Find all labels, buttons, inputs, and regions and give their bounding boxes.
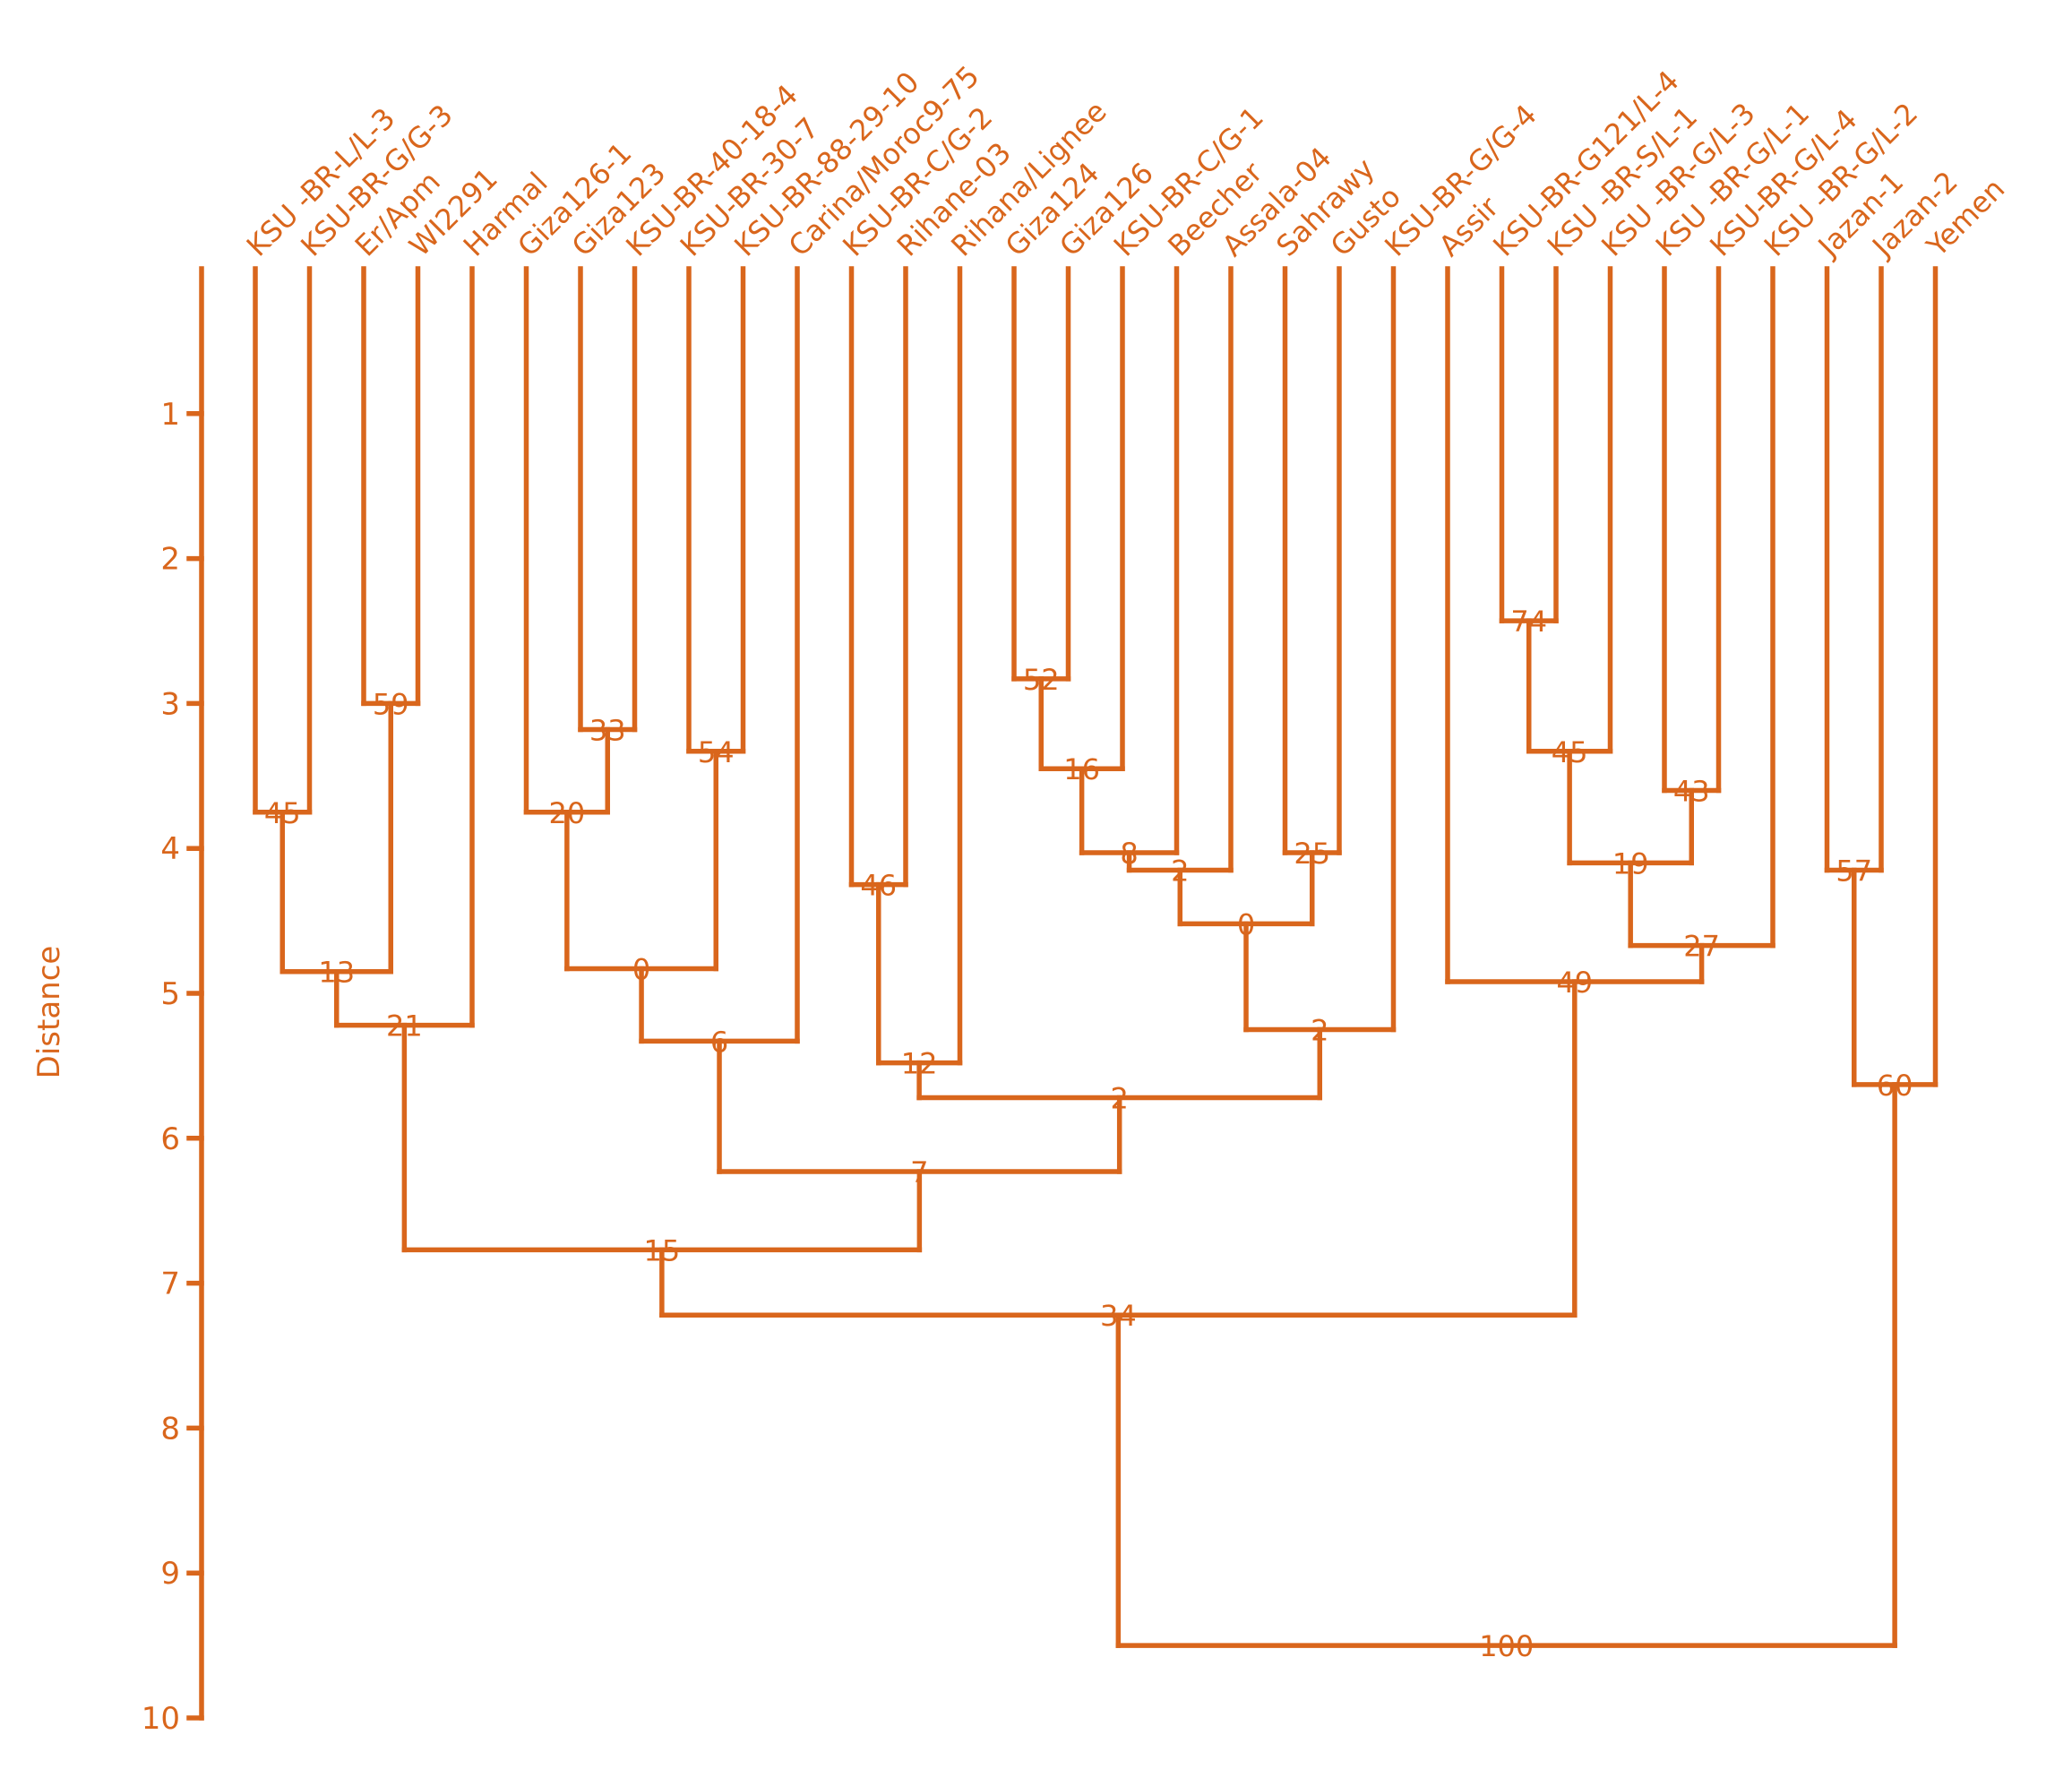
- y-tick-label: 8: [160, 1411, 180, 1447]
- support-values: 4559132133205406461252168225022715744543…: [264, 605, 1913, 1663]
- y-axis: 1 2 3 4 5 6 7 8 9 10: [142, 266, 204, 1737]
- support-value: 16: [1063, 752, 1100, 786]
- support-value: 45: [1552, 735, 1588, 769]
- support-value: 0: [1237, 907, 1255, 941]
- support-value: 13: [318, 956, 355, 990]
- support-value: 33: [589, 714, 626, 748]
- support-value: 34: [1100, 1299, 1137, 1333]
- leaf-labels: KSU -BR-L/L-3KSU-BR-G/G-3Er/ApmWI2291Har…: [240, 59, 2011, 264]
- support-value: 2: [1171, 854, 1189, 888]
- support-value: 20: [549, 796, 586, 830]
- support-value: 21: [386, 1009, 423, 1043]
- support-value: 59: [373, 687, 409, 721]
- support-value: 52: [1023, 663, 1060, 697]
- support-value: 7: [910, 1155, 928, 1189]
- y-tick-label: 2: [160, 542, 180, 578]
- support-value: 8: [1120, 837, 1138, 871]
- support-value: 60: [1877, 1069, 1913, 1103]
- y-tick-label: 3: [160, 686, 180, 722]
- y-axis-title: Distance: [31, 946, 67, 1079]
- y-tick-label: 6: [160, 1121, 180, 1157]
- support-value: 19: [1612, 846, 1649, 880]
- support-value: 100: [1479, 1629, 1534, 1663]
- y-tick-label: 4: [160, 831, 180, 867]
- support-value: 46: [860, 869, 897, 903]
- support-value: 2: [1311, 1013, 1328, 1047]
- support-value: 2: [1111, 1081, 1129, 1115]
- y-tick-label: 10: [142, 1701, 180, 1737]
- support-value: 43: [1673, 774, 1710, 808]
- support-value: 45: [264, 796, 301, 830]
- support-value: 54: [698, 735, 735, 769]
- y-tick-label: 9: [160, 1556, 180, 1592]
- support-value: 27: [1683, 930, 1720, 964]
- support-value: 15: [644, 1233, 681, 1267]
- y-tick-label: 5: [160, 976, 180, 1012]
- y-tick-label: 1: [160, 397, 180, 433]
- dendrogram-branches: [253, 266, 1939, 1648]
- support-value: 49: [1556, 966, 1593, 1000]
- support-value: 25: [1294, 837, 1330, 871]
- y-tick-label: 7: [160, 1267, 180, 1302]
- support-value: 12: [901, 1047, 938, 1081]
- support-value: 0: [632, 952, 650, 986]
- support-value: 6: [710, 1025, 728, 1059]
- support-value: 74: [1510, 605, 1547, 639]
- support-value: 57: [1836, 854, 1872, 888]
